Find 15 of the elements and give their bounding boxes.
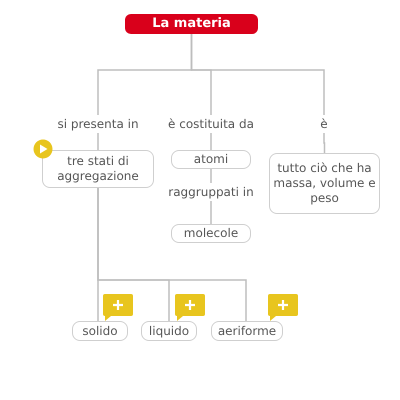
connector-line	[190, 34, 325, 115]
connector-line	[97, 188, 247, 321]
connector-line	[210, 201, 212, 224]
concept-box: solido	[72, 321, 128, 341]
concept-box: tutto ciò che ha massa, volume e peso	[269, 153, 380, 214]
connector-line	[210, 169, 212, 183]
connector-line	[97, 133, 99, 150]
connector-line	[210, 133, 212, 150]
title-box: La materia	[125, 14, 258, 34]
concept-box: liquido	[141, 321, 197, 341]
concept-box: molecole	[171, 224, 251, 243]
concept-box: aeriforme	[211, 321, 283, 341]
connector-line	[323, 133, 326, 153]
concept-box: atomi	[171, 150, 251, 169]
concept-box: tre stati di aggregazione	[42, 150, 154, 188]
